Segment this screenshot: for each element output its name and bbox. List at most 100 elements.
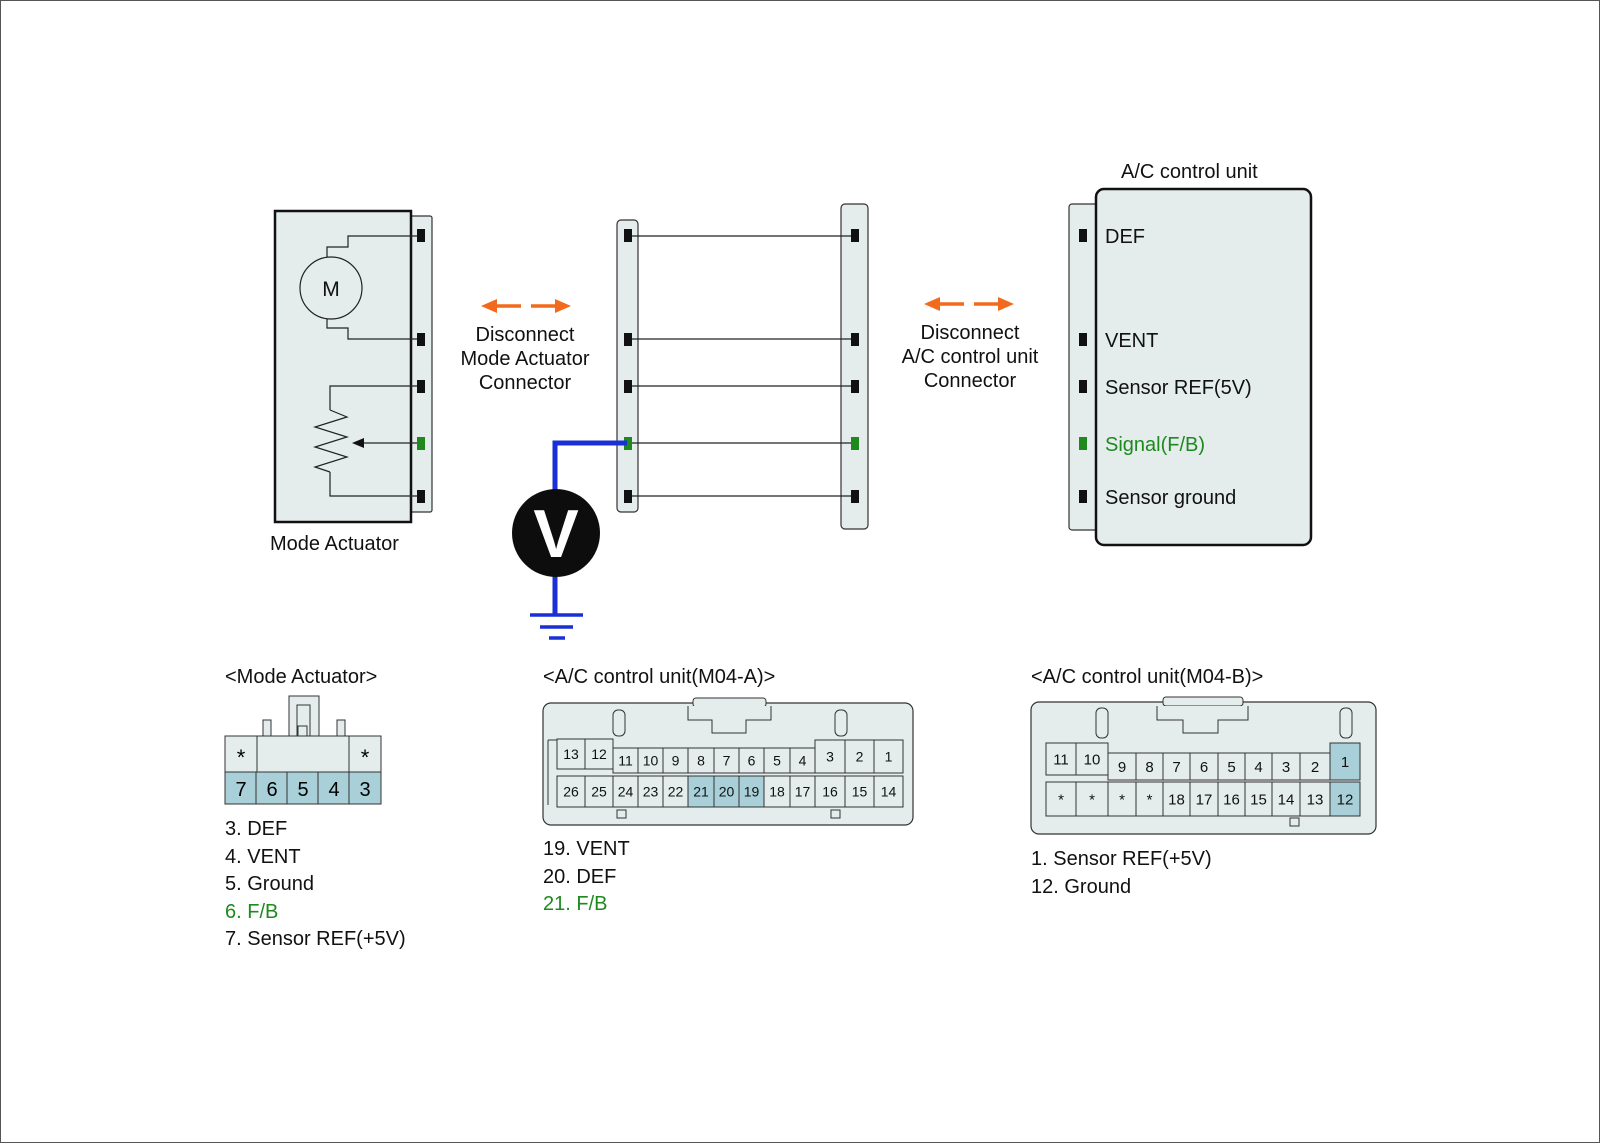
connector-pin-cell <box>763 747 791 774</box>
connector-pin-number: 16 <box>822 784 838 800</box>
connector-pin-cell <box>789 775 816 808</box>
connector-pin-cell <box>738 775 765 808</box>
connector-pin-number: 6 <box>748 753 756 769</box>
connector-pin-number: 3 <box>1282 759 1290 776</box>
connector-pin-cell <box>814 775 846 808</box>
ac-control-unit-block <box>1068 187 1313 547</box>
disconnect-arrows-right <box>924 297 1014 311</box>
connector-pin-number: 7 <box>1172 759 1180 776</box>
connector-pin-number: 15 <box>852 784 868 800</box>
connector-pin-number: 13 <box>1307 791 1324 808</box>
pin-list-item-signal: 6. F/B <box>225 900 279 923</box>
connector-pin-number: 10 <box>1084 751 1101 768</box>
connector-pin-cell <box>1162 781 1191 817</box>
actuator-pin <box>417 490 425 503</box>
voltmeter-icon <box>512 489 600 577</box>
mode-actuator-title: Mode Actuator <box>270 533 399 555</box>
connector-pin-number: 12 <box>591 746 607 762</box>
connector-pin-cell <box>556 738 586 770</box>
connector-pin-number: 22 <box>668 784 684 800</box>
connector-pin-cell <box>1329 781 1361 817</box>
connector-pin-number: 18 <box>1168 791 1185 808</box>
connector-pin-number: 26 <box>563 784 579 800</box>
connector-pin-number: 3 <box>359 779 370 801</box>
pin-list-item: 3. DEF <box>225 818 288 840</box>
mode-actuator-top-row: ** <box>237 745 370 770</box>
connector-pin-number: 7 <box>235 779 246 801</box>
connector-pin-cell <box>687 775 715 808</box>
connector-pin-number: 13 <box>563 746 579 762</box>
mode-actuator-block: M <box>273 209 433 524</box>
ac-pin-vent: VENT <box>1105 330 1159 352</box>
pin-list-item-signal: 21. F/B <box>543 893 608 915</box>
connector-pin-number: * <box>1058 791 1064 808</box>
connector-pin-cell <box>1045 742 1077 776</box>
disconnect-left-line2: Mode Actuator <box>460 348 590 370</box>
connector-pin-number: 11 <box>1053 751 1069 768</box>
connector-pin-cell <box>713 747 740 774</box>
connector-pin-number: 8 <box>697 753 705 769</box>
connector-pin-number: 2 <box>856 749 864 765</box>
mode-actuator-connector-title: <Mode Actuator> <box>225 666 378 688</box>
ac-unit-title: A/C control unit <box>1121 161 1258 183</box>
connector-pin-cell <box>556 775 586 808</box>
connector-pin-cell <box>662 747 689 774</box>
disconnect-left-line1: Disconnect <box>475 324 575 346</box>
connector-pin-cell <box>1271 752 1301 781</box>
mode-actuator-pin-list: 3. DEF 4. VENT 5. Ground 6. F/B 7. Senso… <box>225 816 406 954</box>
connector-pin-number: 5 <box>773 753 781 769</box>
connector-pin-cell <box>662 775 689 808</box>
resistor-symbol <box>312 409 350 473</box>
connector-pin-cell <box>789 747 816 774</box>
m04b-pin-list: 1. Sensor REF(+5V) 12. Ground <box>1031 846 1212 901</box>
connector-pin-cell <box>738 747 765 774</box>
connector-pin-cell <box>873 739 904 774</box>
connector-pin-cell <box>1244 781 1273 817</box>
connector-pin-number: 5 <box>297 779 308 801</box>
m04a-pin-list: 19. VENT 20. DEF 21. F/B <box>543 836 630 919</box>
connector-pin-number: 9 <box>672 753 680 769</box>
ac-pin-signal-fb: Signal(F/B) <box>1105 434 1206 456</box>
connector-pin-number: 6 <box>266 779 277 801</box>
pin-list-item: 4. VENT <box>225 845 301 868</box>
connector-pin-number: 14 <box>1278 791 1295 808</box>
actuator-pin-signal <box>417 437 425 450</box>
ac-pin-sensor-ground: Sensor ground <box>1105 487 1237 509</box>
connector-pin-cell <box>637 747 664 774</box>
disconnect-left-label: Disconnect Mode Actuator Connector <box>440 323 610 395</box>
connector-pin-number: 3 <box>826 749 834 765</box>
motor-label: M <box>322 278 340 301</box>
ac-connector-strip <box>1068 203 1100 531</box>
ac-unit-housing <box>1094 187 1313 547</box>
connector-pin-number: 9 <box>1118 759 1126 776</box>
probe-lead <box>552 440 627 497</box>
actuator-pin <box>417 333 425 346</box>
connector-pin-cell <box>1107 781 1137 817</box>
connector-pin-cell <box>844 775 875 808</box>
disconnect-arrows-left <box>481 299 571 313</box>
wiper-arrow <box>352 438 364 448</box>
connector-pin-number: * <box>1147 791 1153 808</box>
connector-pin-number: 19 <box>744 784 760 800</box>
voltmeter-label: V <box>533 496 578 572</box>
connector-pin-number: 17 <box>1196 791 1213 808</box>
connector-pin-cell <box>612 747 639 774</box>
disconnect-right-label: Disconnect A/C control unit Connector <box>880 321 1060 393</box>
harness-pin-signal <box>624 437 632 450</box>
actuator-connector-strip <box>409 215 433 513</box>
connector-pin-number: 1 <box>1341 754 1349 771</box>
connector-pin-number: 4 <box>1254 759 1262 776</box>
connector-pin-number: 20 <box>719 784 735 800</box>
connector-pin-number: 1 <box>885 749 893 765</box>
connector-pin-cell <box>844 739 875 774</box>
ac-pin-signal <box>1079 437 1087 450</box>
m04b-connector-title: <A/C control unit(M04-B)> <box>1031 666 1264 688</box>
connector-pin-number: 17 <box>795 784 811 800</box>
disconnect-right-line3: Connector <box>923 370 1017 392</box>
